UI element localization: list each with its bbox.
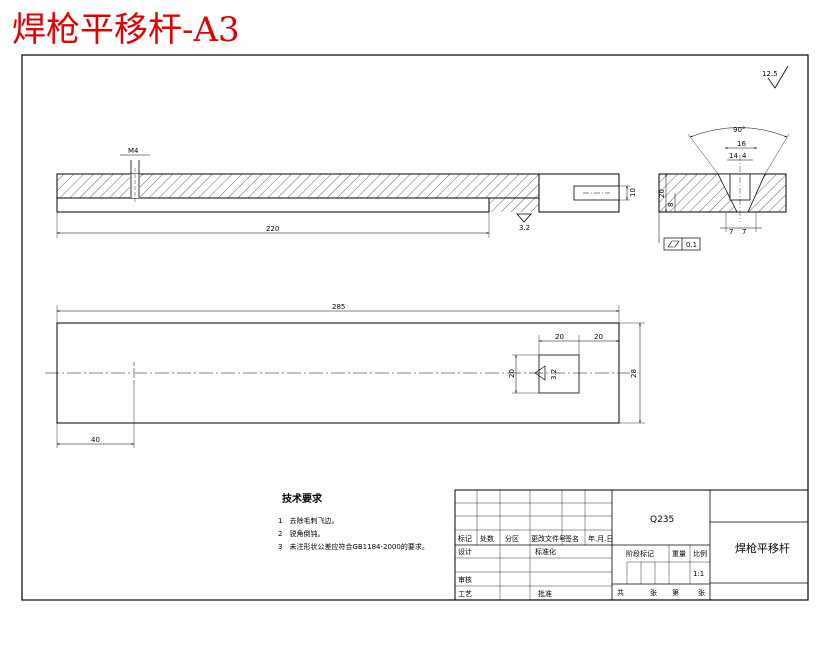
title-block (454, 489, 809, 601)
svg-text:更改文件号: 更改文件号 (531, 534, 566, 543)
svg-text:Q235: Q235 (650, 515, 674, 525)
svg-text:第: 第 (672, 588, 679, 597)
svg-text:28: 28 (630, 369, 638, 378)
svg-text:张: 张 (698, 588, 705, 597)
svg-text:标记: 标记 (458, 534, 472, 543)
svg-text:设计: 设计 (458, 547, 472, 556)
front-view: M4 10 220 3.2 (56, 147, 637, 238)
svg-text:工艺: 工艺 (458, 590, 472, 598)
svg-text:7: 7 (742, 228, 746, 236)
svg-text:比例: 比例 (693, 549, 707, 558)
svg-text:1 去除毛刺飞边。: 1 去除毛刺飞边。 (278, 516, 338, 525)
dim-m4: M4 (128, 147, 139, 155)
svg-text:14: 14 (729, 152, 738, 160)
svg-text:共: 共 (617, 588, 624, 597)
svg-text:20: 20 (508, 369, 516, 378)
dim-220: 220 (266, 225, 279, 233)
svg-text:0.1: 0.1 (686, 241, 697, 249)
svg-text:285: 285 (332, 303, 345, 311)
dim-slot: 10 (629, 188, 637, 197)
title-block-text: Q235 焊枪平移杆 标记 处数 分区 更改文件号 签名 年.月.日 设计 标准… (458, 515, 790, 598)
svg-text:焊枪平移杆: 焊枪平移杆 (735, 541, 790, 555)
svg-text:批准: 批准 (538, 589, 552, 598)
svg-text:1:1: 1:1 (693, 570, 704, 578)
side-view: 90° 16 14 4 20 8 7 7 0.1 (658, 126, 790, 251)
svg-text:20: 20 (555, 333, 564, 341)
svg-text:阶段标记: 阶段标记 (626, 549, 654, 558)
svg-text:签名: 签名 (565, 534, 579, 543)
svg-text:重量: 重量 (672, 550, 686, 558)
tech-requirements: 技术要求 1 去除毛刺飞边。 2 锐角倒钝。 3 未注形状公差应符合GB1184… (278, 492, 429, 551)
svg-text:年.月.日: 年.月.日 (588, 534, 613, 543)
svg-text:3 未注形状公差应符合GB1184-2000的要求。: 3 未注形状公差应符合GB1184-2000的要求。 (278, 542, 429, 551)
svg-text:3.2: 3.2 (519, 224, 530, 232)
svg-text:3.2: 3.2 (550, 369, 558, 380)
svg-text:40: 40 (91, 436, 100, 444)
drawing-frame (21, 54, 809, 601)
svg-text:20: 20 (594, 333, 603, 341)
svg-text:16: 16 (737, 140, 746, 148)
top-view: 285 28 40 20 20 20 3.2 (45, 303, 645, 448)
svg-text:2 锐角倒钝。: 2 锐角倒钝。 (278, 529, 324, 538)
drawing-title: 焊枪平移杆-A3 (12, 10, 240, 50)
svg-text:7: 7 (729, 228, 733, 236)
svg-text:分区: 分区 (505, 534, 519, 543)
svg-text:12.5: 12.5 (762, 70, 778, 78)
svg-text:张: 张 (650, 588, 657, 597)
svg-text:90°: 90° (733, 126, 745, 134)
svg-text:处数: 处数 (480, 534, 494, 543)
svg-text:技术要求: 技术要求 (282, 492, 323, 505)
svg-text:4: 4 (742, 152, 747, 160)
svg-text:审核: 审核 (458, 575, 472, 584)
svg-text:20: 20 (658, 189, 666, 198)
svg-text:标准化: 标准化 (535, 547, 556, 556)
roughness-symbol-general: 12.5 (762, 65, 789, 89)
svg-text:8: 8 (667, 203, 675, 207)
